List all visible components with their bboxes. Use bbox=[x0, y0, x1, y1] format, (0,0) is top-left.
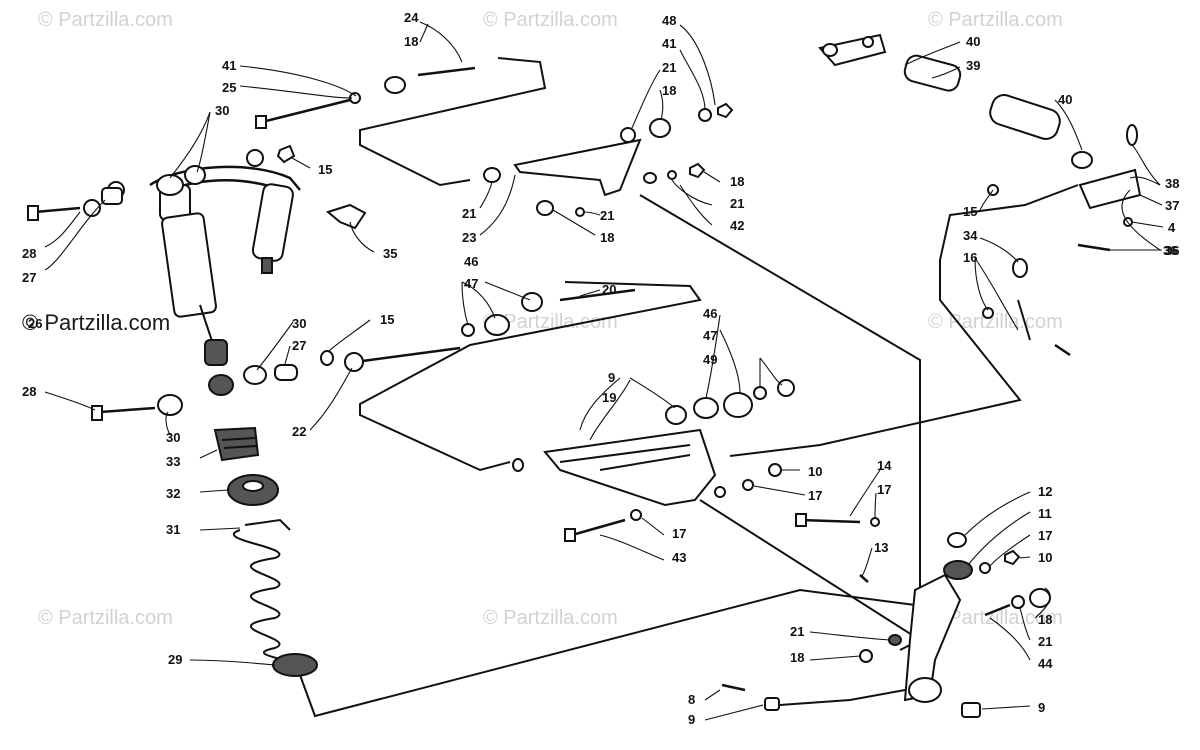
part-labels: 24 18 48 41 21 18 41 25 30 15 28 27 35 2… bbox=[22, 10, 1179, 727]
part-label: 30 bbox=[215, 103, 229, 118]
watermark: © Partzilla.com bbox=[928, 607, 1063, 629]
part-label: 9 bbox=[1038, 700, 1045, 715]
watermark: © Partzilla.com bbox=[928, 9, 1063, 31]
part-label: 40 bbox=[966, 34, 980, 49]
part-label: 17 bbox=[808, 488, 822, 503]
part-label: 36 bbox=[1165, 243, 1179, 258]
guide-lines bbox=[299, 57, 1079, 718]
part-label: 44 bbox=[1038, 656, 1053, 671]
watermark: © Partzilla.com bbox=[928, 311, 1063, 333]
part-label: 15 bbox=[318, 162, 332, 177]
part-label: 21 bbox=[600, 208, 614, 223]
part-label: 47 bbox=[703, 328, 717, 343]
part-label: 21 bbox=[1038, 634, 1052, 649]
shock-absorber-assembly bbox=[27, 66, 476, 677]
part-label: 21 bbox=[730, 196, 744, 211]
part-label: 16 bbox=[963, 250, 977, 265]
part-label: 14 bbox=[877, 458, 892, 473]
lower-a-arm bbox=[461, 288, 795, 542]
part-label: 42 bbox=[730, 218, 744, 233]
part-label: 35 bbox=[383, 246, 397, 261]
part-label: 17 bbox=[1038, 528, 1052, 543]
leader-lines bbox=[44, 21, 1164, 721]
watermark: © Partzilla.com bbox=[483, 607, 618, 629]
part-label: 4 bbox=[1168, 220, 1176, 235]
part-label: 21 bbox=[462, 206, 476, 221]
part-label: 25 bbox=[222, 80, 236, 95]
part-label: 28 bbox=[22, 384, 36, 399]
part-label: 41 bbox=[662, 36, 676, 51]
part-label: 17 bbox=[672, 526, 686, 541]
part-label: 9 bbox=[688, 712, 695, 727]
watermark: © Partzilla.com bbox=[38, 9, 173, 31]
part-label: 10 bbox=[1038, 550, 1052, 565]
part-label: 36 bbox=[1163, 243, 1177, 258]
part-label: 18 bbox=[730, 174, 744, 189]
steering-linkage bbox=[818, 33, 1142, 357]
part-label: 23 bbox=[462, 230, 476, 245]
part-label: 27 bbox=[292, 338, 306, 353]
part-label: 46 bbox=[464, 254, 478, 269]
part-label: 38 bbox=[1165, 176, 1179, 191]
part-label: 18 bbox=[662, 83, 676, 98]
part-label: 29 bbox=[168, 652, 182, 667]
part-label: 27 bbox=[22, 270, 36, 285]
part-label: 21 bbox=[662, 60, 676, 75]
part-label: 32 bbox=[166, 486, 180, 501]
part-label: 21 bbox=[790, 624, 804, 639]
upper-a-arm bbox=[483, 102, 734, 217]
part-label: 24 bbox=[404, 10, 419, 25]
part-label: 18 bbox=[600, 230, 614, 245]
part-label: 40 bbox=[1058, 92, 1072, 107]
part-label: 30 bbox=[166, 430, 180, 445]
part-label: 18 bbox=[404, 34, 418, 49]
part-label: 15 bbox=[380, 312, 394, 327]
watermark: © Partzilla.com bbox=[483, 311, 618, 333]
part-label: 43 bbox=[672, 550, 686, 565]
part-label: 47 bbox=[464, 276, 478, 291]
watermark: © Partzilla.com bbox=[22, 310, 170, 335]
part-label: 18 bbox=[1038, 612, 1052, 627]
part-label: 49 bbox=[703, 352, 717, 367]
spindle bbox=[721, 513, 1051, 718]
part-label: 39 bbox=[966, 58, 980, 73]
part-label: 26 bbox=[28, 316, 42, 331]
part-label: 37 bbox=[1165, 198, 1179, 213]
part-label: 19 bbox=[602, 390, 616, 405]
part-label: 15 bbox=[963, 204, 977, 219]
part-label: 20 bbox=[602, 282, 616, 297]
part-label: 11 bbox=[1038, 506, 1052, 521]
part-label: 28 bbox=[22, 246, 36, 261]
watermark: © Partzilla.com bbox=[38, 607, 173, 629]
watermark-layer: © Partzilla.com © Partzilla.com © Partzi… bbox=[22, 9, 1063, 629]
part-label: 41 bbox=[222, 58, 236, 73]
part-label: 34 bbox=[963, 228, 978, 243]
part-label: 9 bbox=[608, 370, 615, 385]
part-label: 10 bbox=[808, 464, 822, 479]
part-label: 22 bbox=[292, 424, 306, 439]
part-label: 8 bbox=[688, 692, 695, 707]
part-label: 48 bbox=[662, 13, 676, 28]
part-label: 17 bbox=[877, 482, 891, 497]
watermark: © Partzilla.com bbox=[483, 9, 618, 31]
part-label: 13 bbox=[874, 540, 888, 555]
part-label: 30 bbox=[292, 316, 306, 331]
part-label: 46 bbox=[703, 306, 717, 321]
part-label: 31 bbox=[166, 522, 180, 537]
part-label: 12 bbox=[1038, 484, 1052, 499]
part-label: 18 bbox=[790, 650, 804, 665]
part-label: 33 bbox=[166, 454, 180, 469]
